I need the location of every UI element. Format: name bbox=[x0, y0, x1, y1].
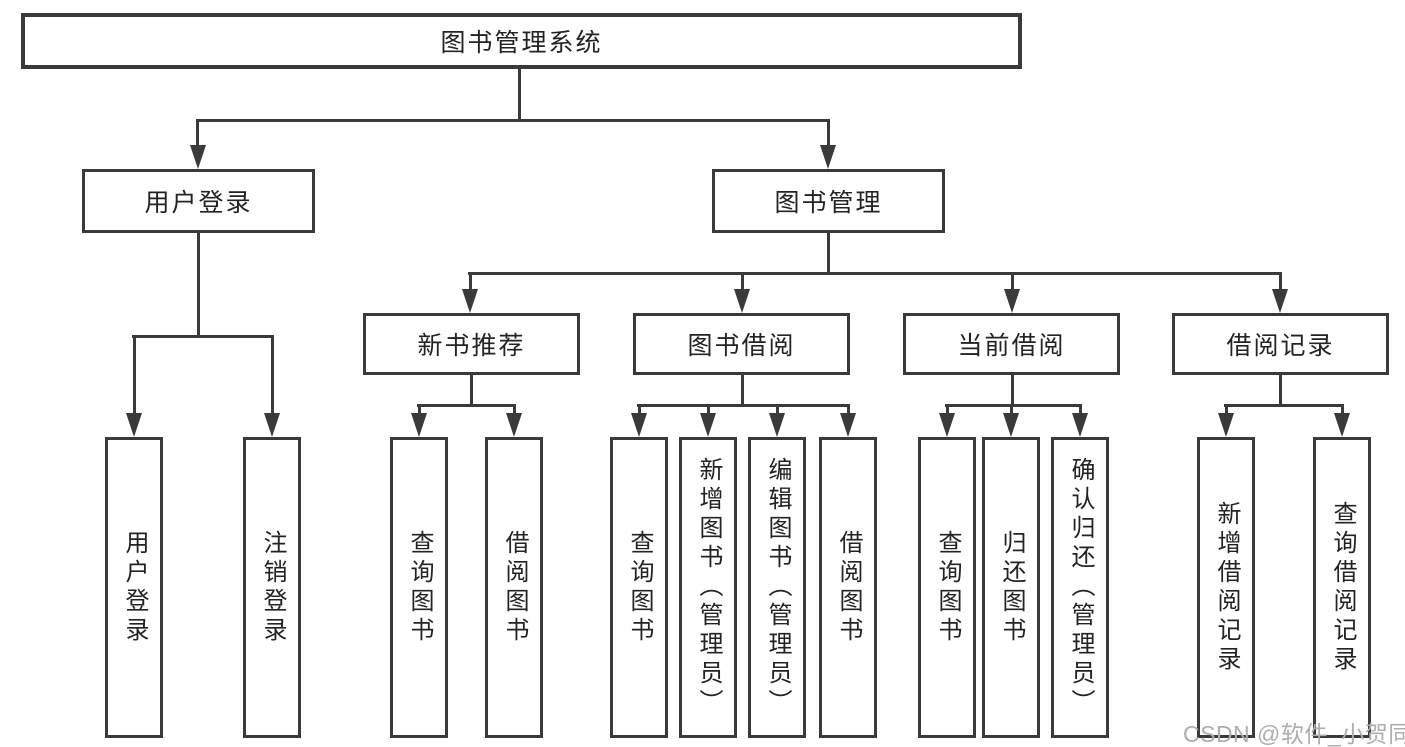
connector-book-mgmt-drop-2 bbox=[741, 272, 744, 290]
leaf-current-query-books: 查询图书 bbox=[918, 437, 976, 738]
leaf-add-books-admin: 新增图书（管理员） bbox=[679, 437, 737, 738]
arrowhead-down-icon bbox=[264, 413, 280, 437]
connector-book-mgmt-stem bbox=[827, 233, 830, 274]
leaf-edit-books-admin: 编辑图书（管理员） bbox=[748, 437, 806, 738]
node-book-borrow: 图书借阅 bbox=[633, 313, 850, 375]
connector-records-drop-1 bbox=[1225, 404, 1228, 415]
connector-root-drop-left bbox=[196, 119, 199, 146]
connector-recommend-drop-1 bbox=[418, 404, 421, 415]
connector-borrow-drop-1 bbox=[638, 404, 641, 415]
arrowhead-down-icon bbox=[769, 413, 785, 437]
leaf-user-login-label: 用户登录 bbox=[121, 529, 148, 646]
node-new-book-recommend-label: 新书推荐 bbox=[417, 332, 526, 360]
connector-borrow-drop-3 bbox=[776, 404, 779, 415]
arrowhead-down-icon bbox=[1072, 413, 1088, 437]
csdn-watermark: CSDN @软件_小贺同学 bbox=[1183, 721, 1405, 747]
connector-root-drop-right bbox=[827, 119, 830, 146]
leaf-query-borrow-record-label: 查询借阅记录 bbox=[1329, 500, 1356, 675]
arrowhead-down-icon bbox=[506, 413, 522, 437]
connector-current-drop-1 bbox=[946, 404, 949, 415]
connector-book-mgmt-drop-4 bbox=[1279, 272, 1282, 290]
arrowhead-down-icon bbox=[631, 413, 647, 437]
leaf-recommend-query-books: 查询图书 bbox=[390, 437, 448, 738]
leaf-confirm-return-admin-label: 确认归还（管理员） bbox=[1067, 457, 1094, 718]
node-book-borrow-label: 图书借阅 bbox=[687, 332, 796, 360]
arrowhead-down-icon bbox=[126, 413, 142, 437]
leaf-user-login: 用户登录 bbox=[105, 437, 163, 738]
node-root: 图书管理系统 bbox=[21, 13, 1022, 69]
node-user-login-label: 用户登录 bbox=[144, 189, 253, 217]
node-current-borrow: 当前借阅 bbox=[903, 313, 1120, 375]
node-root-label: 图书管理系统 bbox=[440, 29, 603, 57]
node-book-management-label: 图书管理 bbox=[774, 189, 883, 217]
leaf-borrow-books: 借阅图书 bbox=[819, 437, 877, 738]
connector-user-login-stem bbox=[197, 233, 200, 337]
leaf-query-borrow-record: 查询借阅记录 bbox=[1313, 437, 1371, 738]
connector-records-stem bbox=[1279, 375, 1282, 406]
leaf-recommend-borrow-books: 借阅图书 bbox=[485, 437, 543, 738]
node-book-management: 图书管理 bbox=[712, 169, 945, 233]
arrowhead-down-icon bbox=[820, 145, 836, 169]
arrowhead-down-icon bbox=[939, 413, 955, 437]
arrowhead-down-icon bbox=[1004, 289, 1020, 313]
connector-records-drop-2 bbox=[1341, 404, 1344, 415]
leaf-add-borrow-record: 新增借阅记录 bbox=[1197, 437, 1255, 738]
arrowhead-down-icon bbox=[411, 413, 427, 437]
arrowhead-down-icon bbox=[462, 289, 478, 313]
arrowhead-down-icon bbox=[1272, 289, 1288, 313]
node-new-book-recommend: 新书推荐 bbox=[363, 313, 580, 375]
leaf-add-books-admin-label: 新增图书（管理员） bbox=[695, 457, 722, 718]
arrowhead-down-icon bbox=[734, 289, 750, 313]
connector-user-login-drop-right bbox=[271, 335, 274, 414]
connector-root-stem bbox=[518, 69, 521, 121]
leaf-recommend-query-books-label: 查询图书 bbox=[406, 529, 433, 646]
arrowhead-down-icon bbox=[1334, 413, 1350, 437]
node-current-borrow-label: 当前借阅 bbox=[957, 332, 1066, 360]
arrowhead-down-icon bbox=[1218, 413, 1234, 437]
connector-current-drop-3 bbox=[1079, 404, 1082, 415]
node-borrow-records-label: 借阅记录 bbox=[1226, 332, 1335, 360]
connector-recommend-bar bbox=[417, 404, 516, 407]
arrowhead-down-icon bbox=[700, 413, 716, 437]
leaf-logout: 注销登录 bbox=[243, 437, 301, 738]
connector-borrow-bar bbox=[637, 404, 850, 407]
leaf-borrow-books-label: 借阅图书 bbox=[835, 529, 862, 646]
leaf-borrow-query-books: 查询图书 bbox=[610, 437, 668, 738]
leaf-return-books-label: 归还图书 bbox=[998, 529, 1025, 646]
connector-borrow-stem bbox=[741, 375, 744, 406]
leaf-recommend-borrow-books-label: 借阅图书 bbox=[501, 529, 528, 646]
connector-book-mgmt-drop-1 bbox=[469, 272, 472, 290]
connector-current-stem bbox=[1011, 375, 1014, 406]
connector-recommend-stem bbox=[470, 375, 473, 406]
connector-current-bar bbox=[945, 404, 1082, 407]
connector-root-bar bbox=[196, 119, 830, 122]
node-user-login: 用户登录 bbox=[82, 169, 315, 233]
arrowhead-down-icon bbox=[190, 145, 206, 169]
connector-recommend-drop-2 bbox=[513, 404, 516, 415]
connector-user-login-bar bbox=[132, 335, 274, 338]
arrowhead-down-icon bbox=[1003, 413, 1019, 437]
leaf-edit-books-admin-label: 编辑图书（管理员） bbox=[764, 457, 791, 718]
connector-user-login-drop-left bbox=[133, 335, 136, 414]
leaf-return-books: 归还图书 bbox=[982, 437, 1040, 738]
arrowhead-down-icon bbox=[840, 413, 856, 437]
leaf-confirm-return-admin: 确认归还（管理员） bbox=[1051, 437, 1109, 738]
connector-current-drop-2 bbox=[1010, 404, 1013, 415]
connector-book-mgmt-bar bbox=[468, 272, 1282, 275]
leaf-borrow-query-books-label: 查询图书 bbox=[626, 529, 653, 646]
connector-borrow-drop-4 bbox=[847, 404, 850, 415]
connector-book-mgmt-drop-3 bbox=[1011, 272, 1014, 290]
leaf-add-borrow-record-label: 新增借阅记录 bbox=[1213, 500, 1240, 675]
leaf-logout-label: 注销登录 bbox=[259, 529, 286, 646]
connector-borrow-drop-2 bbox=[707, 404, 710, 415]
node-borrow-records: 借阅记录 bbox=[1172, 313, 1389, 375]
connector-records-bar bbox=[1224, 404, 1344, 407]
leaf-current-query-books-label: 查询图书 bbox=[934, 529, 961, 646]
